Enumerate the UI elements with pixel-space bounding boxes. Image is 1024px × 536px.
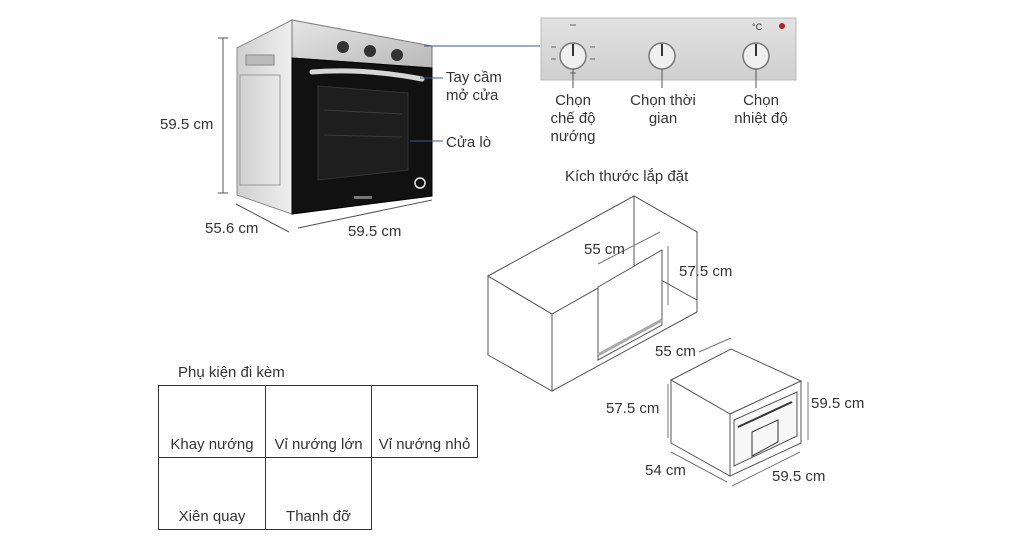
temp-unit-label: °C	[752, 22, 763, 32]
accessory-large-rack: Vỉ nướng lớn	[265, 385, 372, 458]
accessory-label: Khay nướng	[170, 436, 254, 453]
cabinet-drawing	[486, 195, 699, 392]
accessory-label: Vỉ nướng nhỏ	[378, 436, 471, 453]
door-label: Cửa lò	[446, 134, 492, 151]
accessory-support-bar: Thanh đỡ	[265, 457, 372, 530]
accessory-label: Vỉ nướng lớn	[274, 436, 363, 453]
cabinet-height-label: 57.5 cm	[679, 263, 733, 280]
cabinet-width-label: 55 cm	[584, 241, 625, 258]
accessory-label: Xiên quay	[178, 508, 246, 525]
unit-drawing	[667, 337, 809, 487]
oven-width-label: 59.5 cm	[348, 223, 402, 240]
control-panel-closeup	[540, 17, 797, 88]
oven-dimension-lines	[218, 37, 433, 233]
accessory-small-rack: Vỉ nướng nhỏ	[371, 385, 478, 458]
accessory-label: Thanh đỡ	[286, 508, 351, 525]
unit-height-left-label: 57.5 cm	[606, 400, 660, 417]
handle-label: Tay cầm mở cửa	[446, 69, 502, 104]
oven-illustration	[236, 19, 433, 215]
unit-top-label: 55 cm	[655, 343, 696, 360]
time-select-label: Chọn thời gian	[630, 92, 696, 127]
mode-select-label: Chọn chế độ nướng	[550, 92, 596, 145]
install-title: Kích thước lắp đặt	[565, 168, 689, 185]
unit-height-right-label: 59.5 cm	[811, 395, 865, 412]
accessories-title: Phụ kiện đi kèm	[178, 364, 285, 381]
temp-select-label: Chọn nhiệt độ	[734, 92, 788, 127]
accessory-skewer: Xiên quay	[158, 457, 266, 530]
accessory-tray: Khay nướng	[158, 385, 266, 458]
oven-depth-label: 55.6 cm	[205, 220, 259, 237]
callout-lines	[410, 45, 540, 142]
oven-knobs	[337, 41, 403, 61]
oven-height-label: 59.5 cm	[160, 116, 214, 133]
unit-width-label: 59.5 cm	[772, 468, 826, 485]
unit-depth-label: 54 cm	[645, 462, 686, 479]
